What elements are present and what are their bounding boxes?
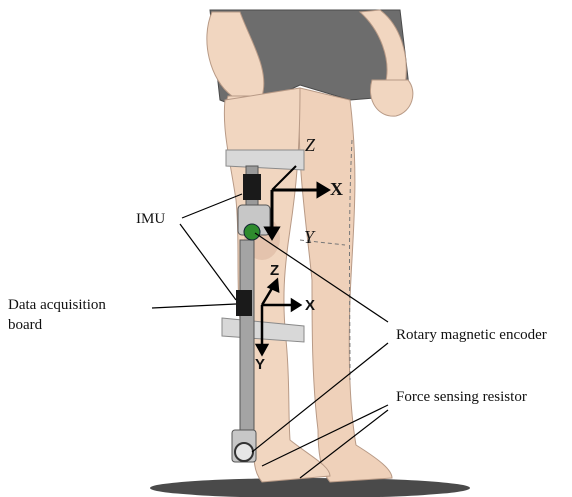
thigh-axis-y-label: Y (304, 228, 314, 246)
rotary-encoder-label: Rotary magnetic encoder (396, 326, 547, 344)
imu-label: IMU (136, 210, 165, 228)
thigh-strap (226, 150, 304, 170)
shank-axis-x-label: X (305, 297, 315, 315)
data-acquisition-label-line1: Data acquisition (8, 296, 106, 314)
shank-imu (236, 290, 252, 316)
floor-shadow (150, 478, 470, 497)
thigh-axis-z-label: Z (305, 136, 315, 154)
thigh-imu (243, 174, 261, 200)
shank-axis-y-label: Y (255, 356, 265, 374)
shank-axis-z-label: Z (270, 262, 279, 280)
rotary-encoder (244, 224, 260, 240)
right-hand (370, 80, 412, 116)
thigh-axis-x-label: X (330, 180, 343, 198)
force-sensor-label: Force sensing resistor (396, 388, 527, 406)
data-acquisition-label-line2: board (8, 316, 42, 334)
ankle-joint (235, 443, 253, 461)
shank-bar (240, 240, 254, 436)
